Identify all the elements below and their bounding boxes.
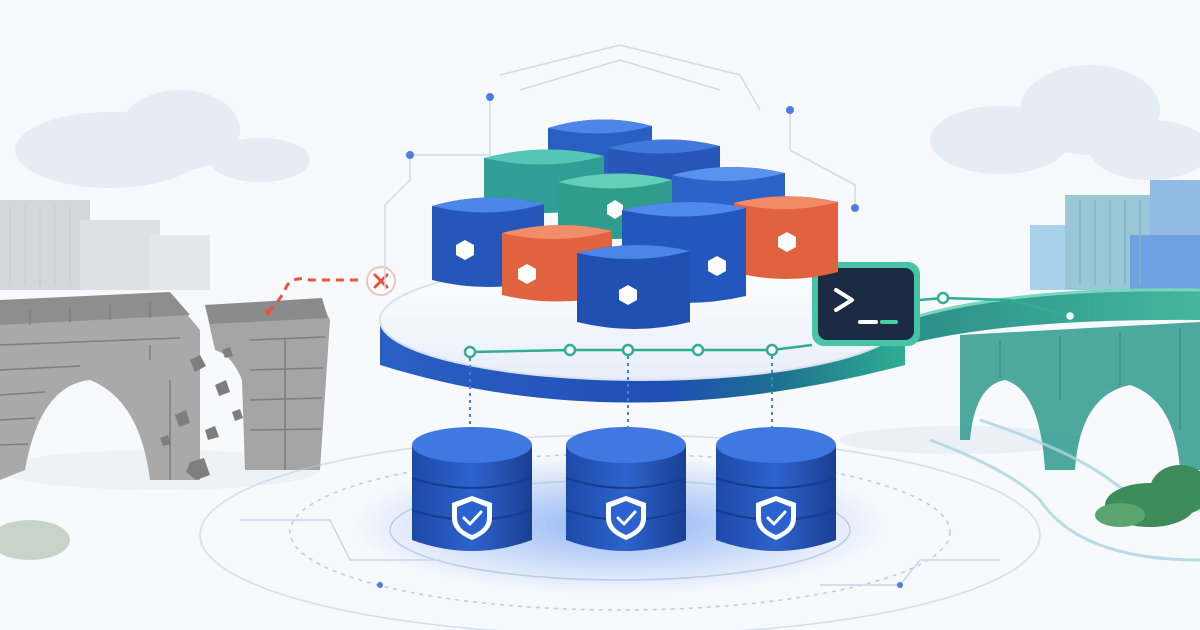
hexagon-icon [778,232,796,252]
shield-check-icon [452,496,492,540]
shield-check-icon [756,496,796,540]
left-background-containers [0,200,210,290]
database-cylinder [565,427,687,551]
container-block [734,196,838,279]
right-background-containers [1030,180,1200,290]
terminal-window [812,262,920,346]
ground-circuit-nodes [377,582,903,588]
falling-debris [160,347,243,480]
x-circle-icon [366,266,396,296]
failed-connection-path [265,266,396,315]
terminal-prompt-icon [834,288,898,324]
ground-circuit-lines [240,519,1000,586]
database-cluster [411,427,837,551]
bushes [0,465,1200,560]
database-cylinder [715,427,837,551]
new-bridge [904,288,1200,470]
database-cylinder [411,427,533,551]
shield-check-icon [606,496,646,540]
broken-bridge [0,292,330,480]
hexagon-icon [456,240,474,260]
container-cluster [432,119,838,329]
circuit-nodes [406,93,859,212]
hexagon-icon [619,285,637,305]
hexagon-icon [607,200,623,219]
circuit-lines [384,44,856,290]
connection-line [463,291,1077,432]
hexagon-icon [518,264,536,284]
hexagon-icon [708,256,726,276]
container-block [577,244,690,329]
